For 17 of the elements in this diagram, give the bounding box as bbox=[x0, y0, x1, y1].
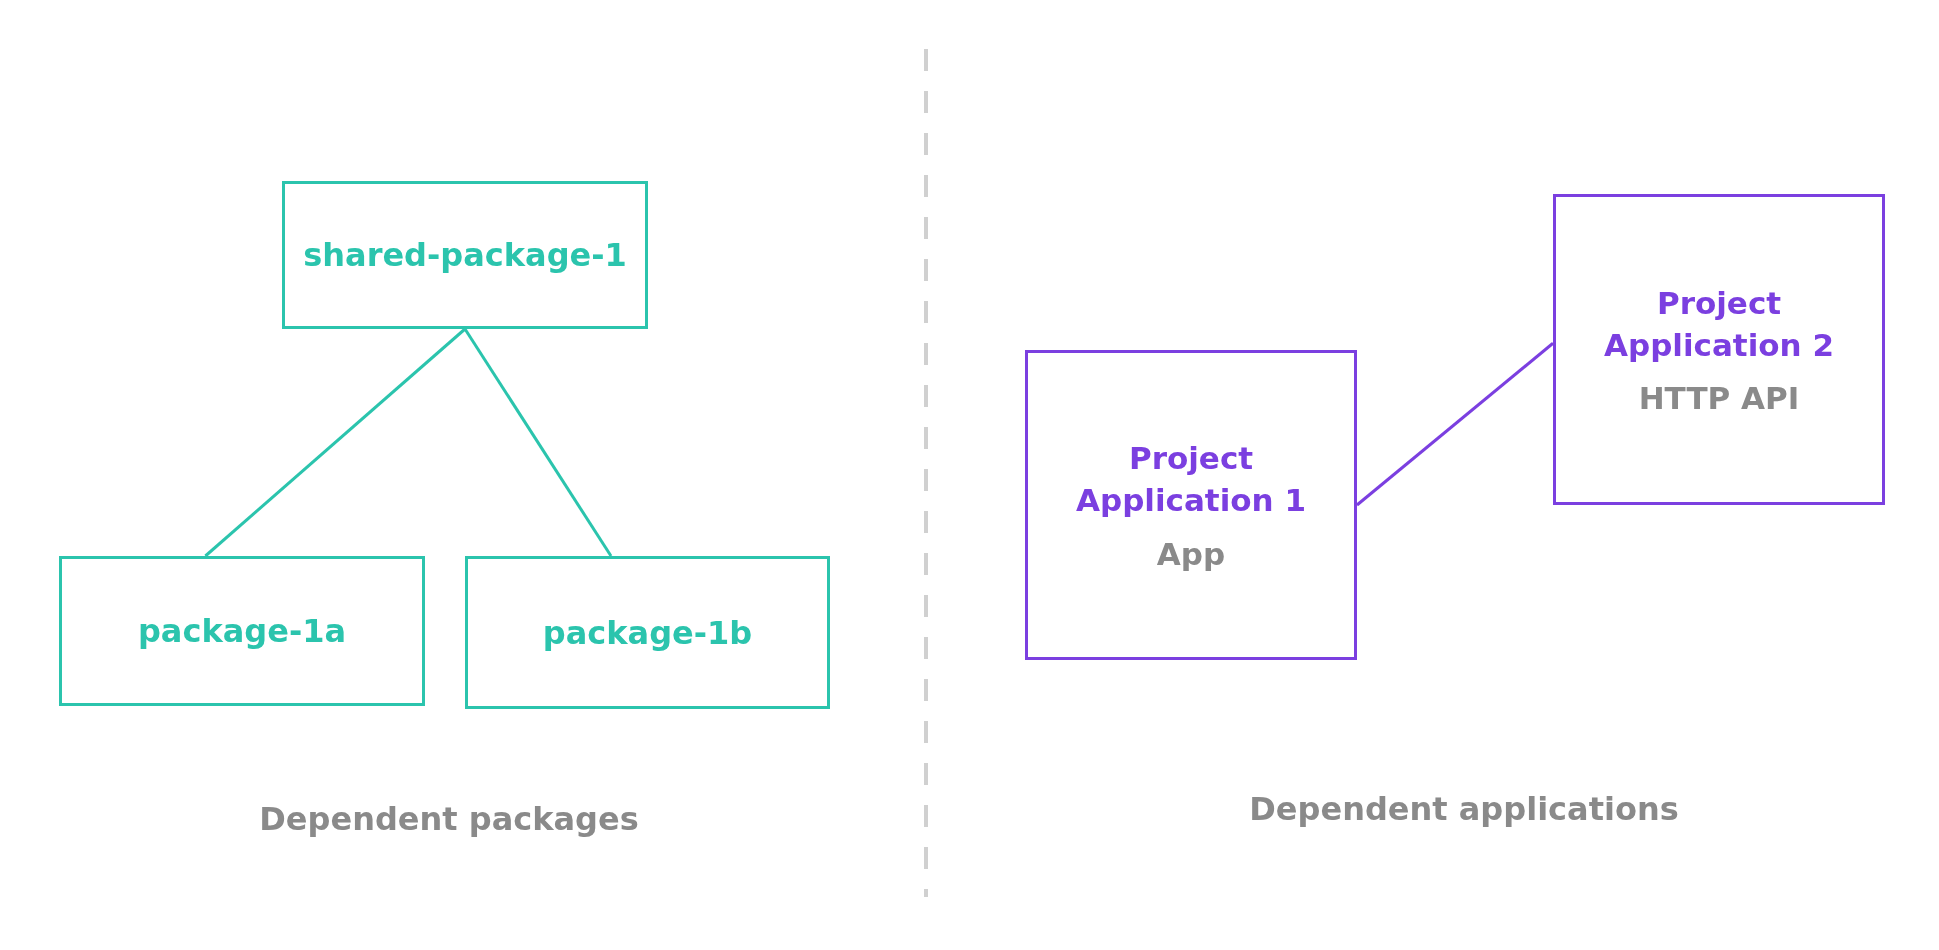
box-title: Project Application 2 bbox=[1602, 283, 1836, 365]
box-subtitle: App bbox=[1156, 535, 1226, 572]
box-subtitle: HTTP API bbox=[1638, 380, 1800, 417]
package-box bbox=[465, 556, 830, 709]
connector-line bbox=[463, 328, 613, 557]
application-box bbox=[1553, 194, 1885, 505]
box-title: shared-package-1 bbox=[303, 236, 627, 274]
application-box bbox=[1025, 350, 1357, 660]
section-caption: Dependent packages bbox=[259, 800, 639, 838]
connector-line bbox=[1356, 342, 1554, 507]
box-title: Project Application 1 bbox=[1074, 439, 1308, 520]
package-box bbox=[282, 181, 648, 329]
package-box bbox=[59, 556, 425, 706]
section-caption: Dependent applications bbox=[1249, 790, 1679, 828]
box-title: package-1b bbox=[542, 613, 753, 652]
box-title: package-1a bbox=[137, 612, 347, 650]
connector-line bbox=[204, 327, 466, 558]
